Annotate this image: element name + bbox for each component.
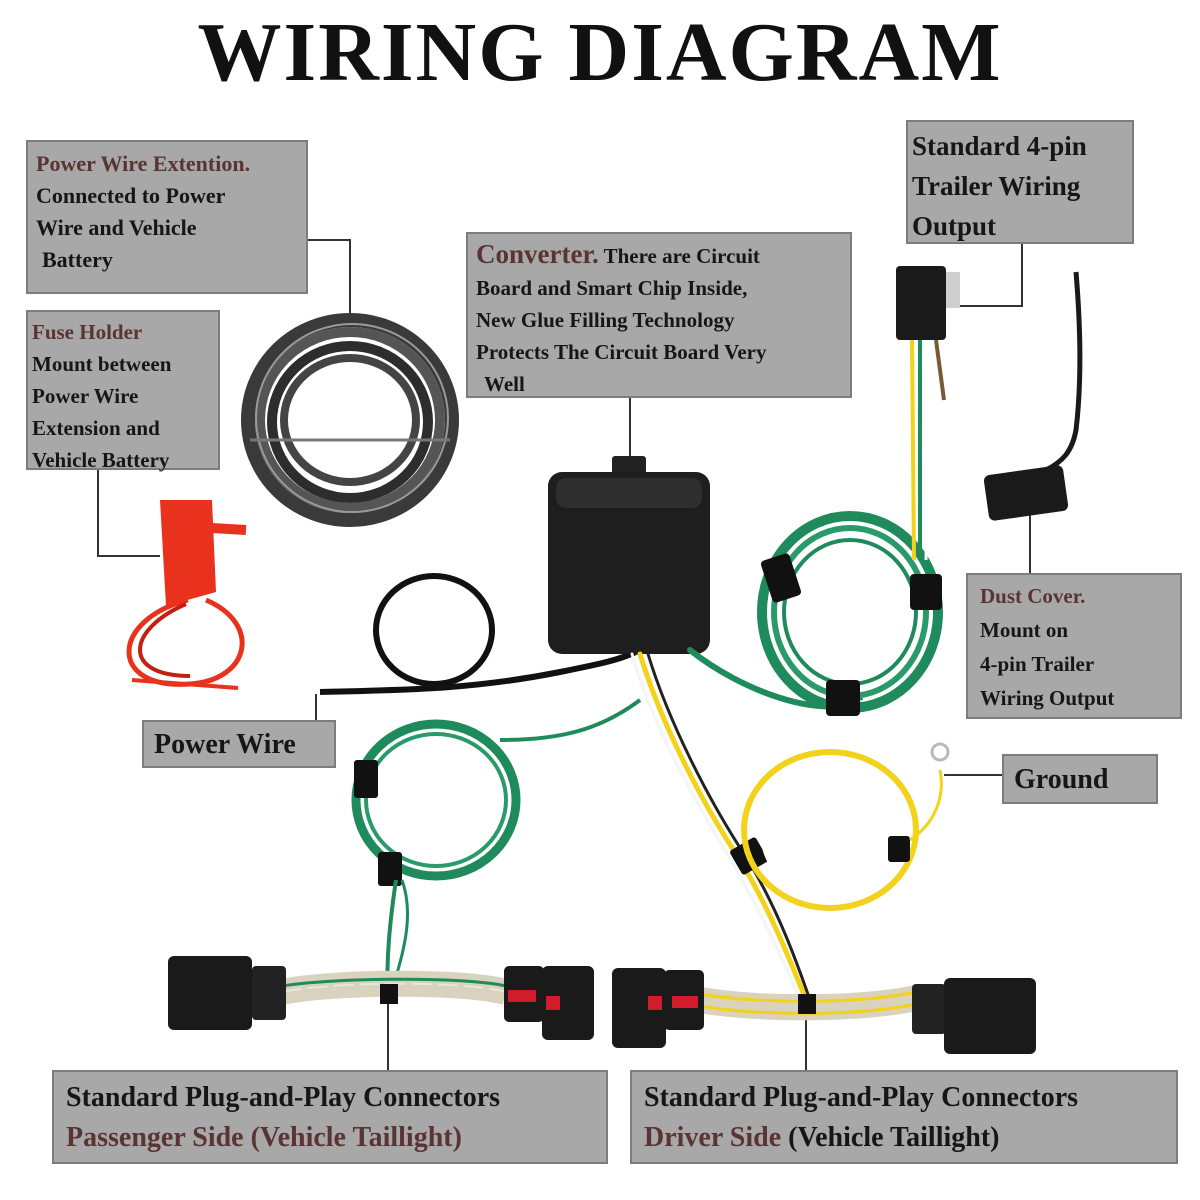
label-line: Output: [912, 211, 997, 241]
power-wire-extension-coil: [241, 313, 459, 527]
right-green-coil: [757, 511, 943, 716]
power-wire-loop: [319, 573, 642, 695]
label-line: Power Wire: [32, 384, 139, 408]
driver-connector-assembly: [612, 968, 1036, 1054]
label-driver-connectors: Standard Plug-and-Play Connectors Driver…: [630, 1070, 1178, 1164]
fuse-holder: [126, 500, 247, 690]
label-lead: Dust Cover.: [980, 584, 1086, 608]
label-dust-cover: Dust Cover. Mount on 4-pin Trailer Wirin…: [966, 573, 1182, 719]
four-pin-output: [896, 266, 960, 561]
passenger-connector-assembly: [168, 956, 594, 1040]
label-line: Vehicle Battery: [32, 448, 170, 472]
label-line: Well: [484, 372, 525, 396]
label-power-wire-extension: Power Wire Extention. Connected to Power…: [26, 140, 308, 294]
label-line: Standard 4-pin: [912, 131, 1087, 161]
label-line: (Vehicle Taillight): [788, 1122, 1000, 1153]
leader-4pin: [960, 244, 1023, 307]
label-line: New Glue Filling Technology: [476, 308, 735, 332]
label-line: 4-pin Trailer: [980, 652, 1095, 676]
label-fuse-holder: Fuse Holder Mount between Power Wire Ext…: [26, 310, 220, 472]
label-lead: Driver Side: [644, 1122, 782, 1153]
label-line: Mount on: [980, 618, 1069, 642]
label-line: Protects The Circuit Board Very: [476, 340, 767, 364]
label-line: Wiring Output: [980, 686, 1115, 710]
label-line: Trailer Wiring: [912, 171, 1081, 201]
label-line: Battery: [42, 247, 113, 272]
label-converter: Converter. There are Circuit Board and S…: [466, 232, 852, 398]
leader-lines: [97, 239, 1031, 1070]
label-four-pin-output: Standard 4-pin Trailer Wiring Output: [906, 120, 1134, 244]
label-line: Extension and: [32, 416, 160, 440]
dust-cover: [983, 271, 1083, 521]
label-lead: Converter.: [476, 239, 599, 269]
label-lead: Fuse Holder: [32, 320, 143, 344]
label-line: Standard Plug-and-Play Connectors: [644, 1082, 1079, 1113]
center-yellow-harness: [630, 651, 812, 1003]
converter-box: [548, 456, 710, 654]
label-line: Mount between: [32, 352, 172, 376]
label-line: Connected to Power: [36, 183, 226, 208]
label-passenger-connectors: Standard Plug-and-Play Connectors Passen…: [52, 1070, 608, 1164]
label-lead: Passenger Side (Vehicle Taillight): [66, 1122, 462, 1153]
yellow-ground-loop: [741, 742, 950, 911]
label-line: Wire and Vehicle: [36, 215, 197, 240]
leader-fuse: [97, 470, 160, 557]
label-ground: Ground: [1002, 754, 1158, 804]
label-line: Standard Plug-and-Play Connectors: [66, 1082, 501, 1113]
label-line: Board and Smart Chip Inside,: [476, 276, 748, 300]
leader-power-ext: [308, 239, 351, 318]
left-green-loop: [351, 698, 642, 993]
label-line: There are Circuit: [603, 244, 760, 268]
label-lead: Power Wire Extention.: [36, 151, 251, 176]
page-title: WIRING DIAGRAM: [197, 6, 1003, 99]
label-power-wire: Power Wire: [142, 720, 336, 768]
